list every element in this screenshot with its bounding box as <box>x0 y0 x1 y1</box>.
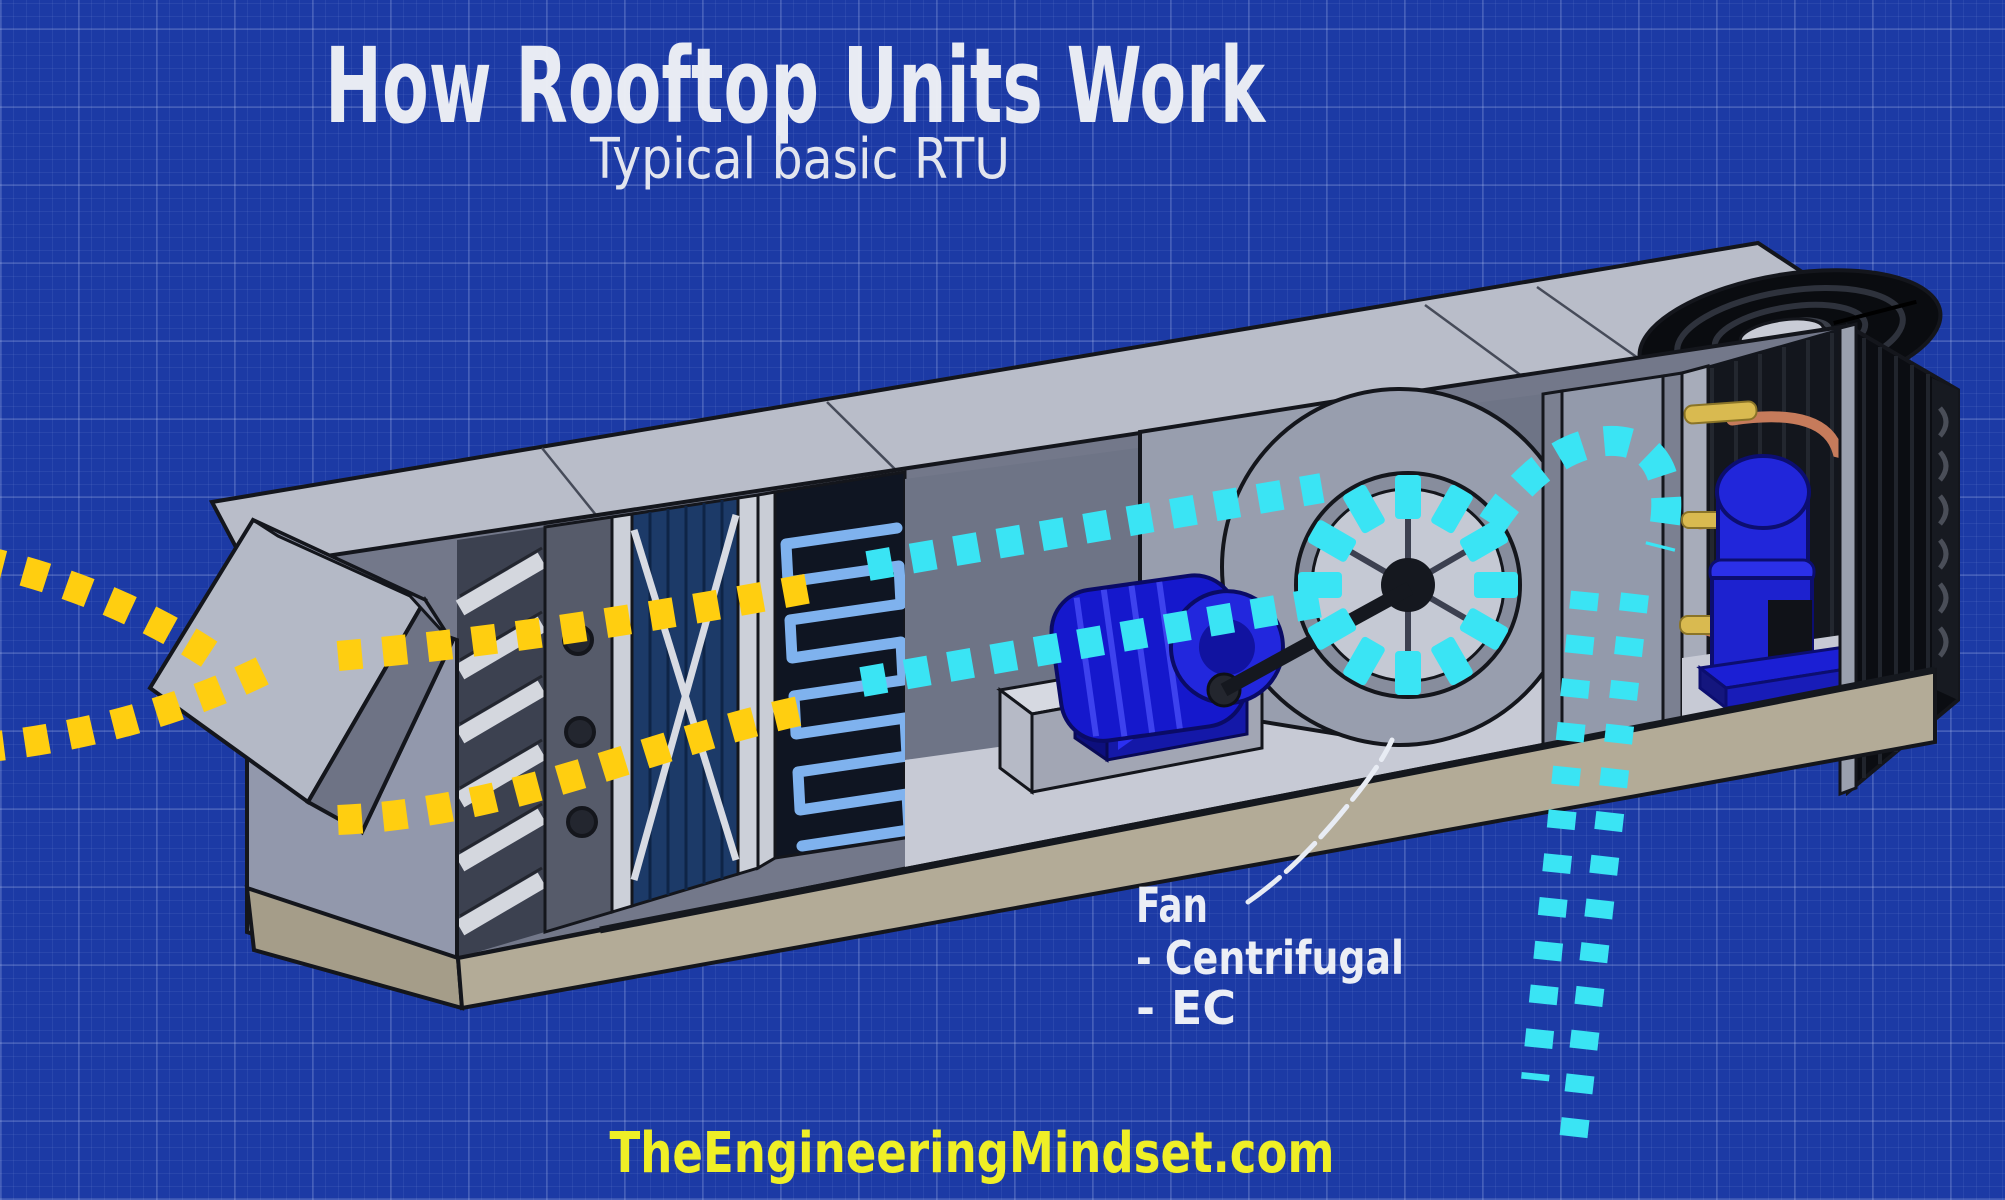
filter-cross-brace <box>630 514 740 881</box>
warm-air-row-lower <box>337 693 817 835</box>
fan-inlet-radial-flow <box>1298 475 1518 695</box>
coil-return-bends <box>1938 406 1949 658</box>
fresh-air-inflow-lower <box>0 654 275 761</box>
panel-divider <box>543 515 614 935</box>
fan-annotation-item: - Centrifugal <box>1136 931 1404 985</box>
fan-annotation: Fan - Centrifugal - EC <box>1136 878 1404 1035</box>
compressor-bay <box>1679 326 1940 726</box>
warm-air-row-upper <box>336 571 825 671</box>
roof-seam <box>541 447 601 521</box>
access-hole <box>566 806 598 838</box>
supply-air-downflow-left <box>1521 590 1599 1082</box>
fan-annotation-item: - EC <box>1136 981 1236 1035</box>
intake-hood <box>147 517 455 836</box>
page-title: How Rooftop Units Work <box>325 25 1267 147</box>
watermark: TheEngineeringMindset.com <box>610 1121 1335 1186</box>
fresh-air-flow <box>0 549 825 835</box>
page-subtitle: Typical basic RTU <box>589 127 1010 192</box>
air-filter <box>610 493 760 915</box>
cool-air-flow <box>859 425 1682 1152</box>
header: How Rooftop Units Work Typical basic RTU <box>325 25 1267 192</box>
compressor <box>1696 454 1882 712</box>
evaporator-coil <box>756 470 915 871</box>
roof-seam <box>826 401 906 480</box>
supply-air-downflow-right <box>1558 592 1649 1152</box>
fan-bay <box>904 387 1580 875</box>
access-hole <box>564 716 596 748</box>
base-curb <box>244 666 1937 1011</box>
rtu-illustration <box>147 240 1960 1011</box>
base-edge-trim <box>599 666 1936 934</box>
cool-air-row-upper <box>865 473 1325 581</box>
fan-annotation-heading: Fan <box>1136 878 1208 934</box>
damper-louvers <box>455 527 547 958</box>
fan-annotation-pointer <box>1245 737 1395 905</box>
cool-air-row-lower <box>859 585 1337 697</box>
supply-air-hook <box>1479 425 1682 552</box>
